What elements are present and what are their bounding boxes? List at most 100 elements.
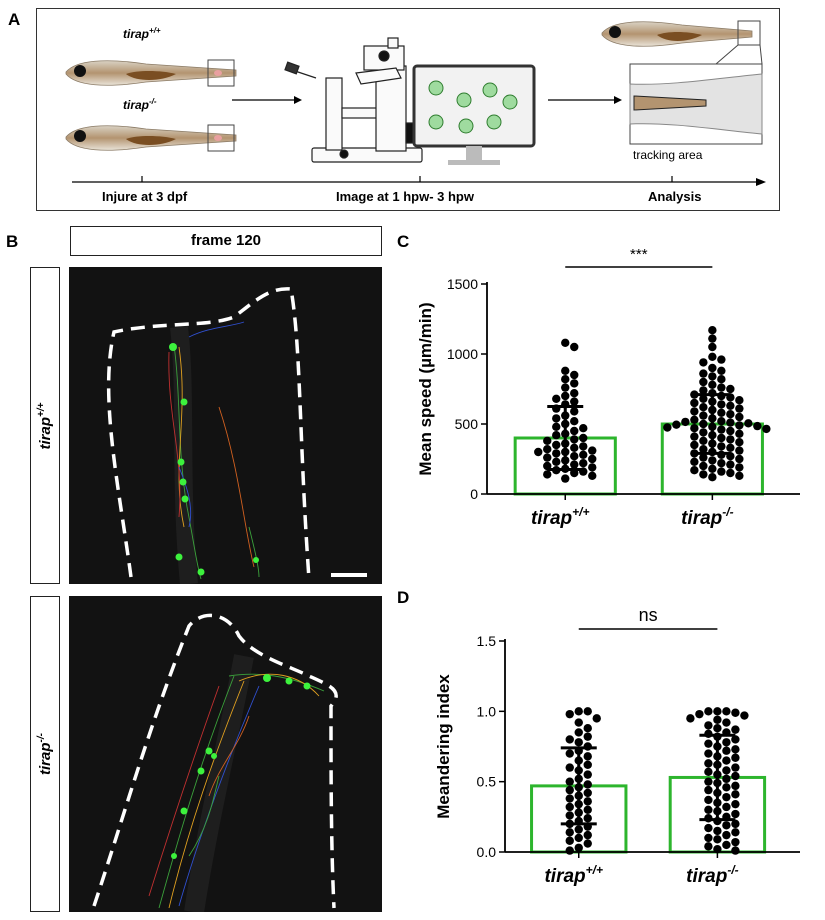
data-point — [565, 836, 574, 845]
data-point — [735, 463, 744, 472]
data-point — [731, 708, 740, 717]
data-point — [574, 843, 583, 852]
data-point — [570, 452, 579, 461]
y-tick-label: 1.5 — [477, 633, 497, 649]
data-point — [583, 707, 592, 716]
data-point — [722, 840, 731, 850]
data-point — [543, 436, 552, 445]
data-point — [740, 711, 749, 720]
data-point — [735, 396, 744, 405]
data-point — [704, 759, 713, 768]
data-point — [704, 842, 713, 851]
data-point — [713, 715, 722, 724]
data-point — [717, 400, 726, 409]
monitor-icon — [412, 64, 536, 165]
data-point — [708, 342, 717, 352]
x-tick-label: tirap-/- — [686, 863, 739, 887]
data-point — [708, 334, 717, 343]
data-point — [722, 738, 731, 747]
panel-a-illustration — [65, 20, 766, 186]
data-point — [708, 372, 717, 381]
x-tick-label: tirap+/+ — [531, 505, 590, 529]
data-point — [583, 780, 592, 789]
data-point — [583, 760, 592, 769]
data-point — [744, 419, 753, 428]
data-point — [722, 821, 731, 830]
data-point — [726, 401, 735, 410]
data-point — [565, 749, 574, 758]
data-point — [722, 802, 731, 812]
data-point — [735, 412, 744, 422]
data-point — [552, 394, 561, 403]
data-point — [592, 714, 601, 723]
data-point — [699, 386, 708, 395]
data-point — [588, 446, 597, 455]
data-point — [565, 777, 574, 786]
data-point — [708, 326, 717, 335]
data-point — [686, 714, 695, 723]
data-point — [731, 837, 740, 847]
data-point — [699, 470, 708, 479]
data-point — [561, 338, 570, 347]
data-point — [583, 724, 592, 733]
data-point — [735, 404, 744, 413]
data-point — [708, 380, 717, 389]
data-point — [561, 366, 570, 375]
data-point — [543, 470, 552, 479]
row-label-wt-box: tirap+/+ — [30, 267, 60, 584]
data-point — [717, 408, 726, 417]
data-point — [722, 756, 731, 765]
data-point — [565, 794, 574, 803]
genotype-label-wt: tirap+/+ — [123, 26, 161, 41]
data-point — [583, 788, 592, 798]
data-point — [534, 447, 543, 457]
data-point — [731, 828, 740, 837]
panel-letter-d: D — [397, 588, 410, 607]
y-tick-label: 0 — [470, 486, 478, 502]
data-point — [570, 370, 579, 380]
data-point — [663, 423, 672, 432]
data-point — [735, 454, 744, 464]
data-point — [570, 426, 579, 436]
data-point — [726, 418, 735, 427]
y-axis-label: Mean speed (µm/min) — [416, 302, 435, 475]
data-point — [726, 410, 735, 419]
data-point — [552, 457, 561, 466]
data-point — [704, 823, 713, 833]
data-point — [583, 805, 592, 814]
data-point — [570, 443, 579, 452]
data-point — [722, 774, 731, 784]
data-point — [717, 433, 726, 443]
data-point — [570, 417, 579, 426]
data-point — [565, 785, 574, 795]
panel-letter-c: C — [397, 232, 410, 251]
micrograph-ko — [69, 596, 382, 914]
data-point — [762, 424, 771, 434]
data-point — [583, 814, 592, 823]
data-point — [722, 707, 731, 716]
data-point — [726, 384, 735, 394]
data-point — [731, 763, 740, 772]
y-tick-label: 1000 — [447, 346, 478, 362]
data-point — [565, 709, 574, 719]
data-point — [699, 358, 708, 367]
data-point — [717, 355, 726, 364]
data-point — [690, 440, 699, 450]
data-point — [726, 435, 735, 444]
data-point — [690, 415, 699, 424]
data-point — [583, 839, 592, 848]
data-point — [690, 398, 699, 408]
data-point — [565, 828, 574, 837]
data-point — [713, 835, 722, 844]
data-point — [708, 352, 717, 361]
data-point — [699, 453, 708, 462]
data-point — [708, 464, 717, 473]
data-point — [704, 795, 713, 805]
data-point — [713, 707, 722, 716]
data-point — [699, 369, 708, 378]
y-axis-label: Meandering index — [434, 674, 453, 819]
data-point — [708, 456, 717, 465]
data-point — [690, 407, 699, 416]
data-point — [735, 438, 744, 447]
